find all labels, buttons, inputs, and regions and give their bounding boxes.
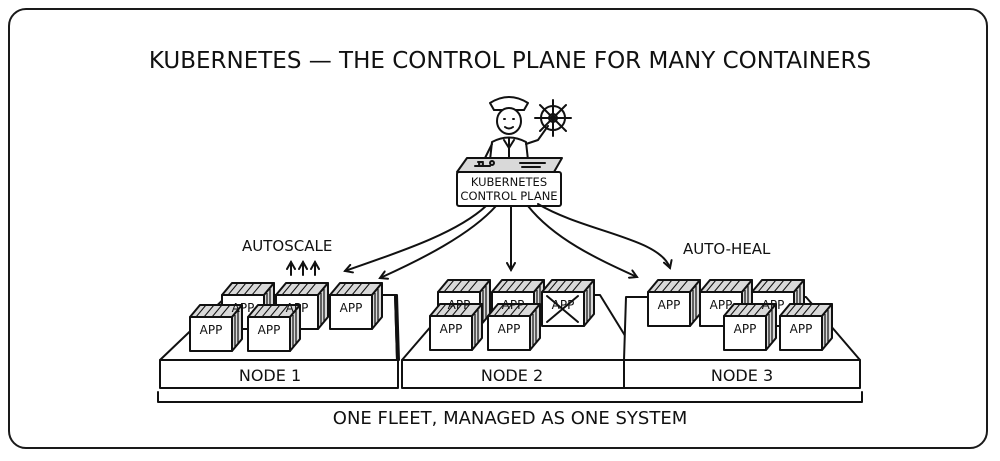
app-label: APP bbox=[498, 322, 521, 336]
node-1 bbox=[159, 282, 400, 389]
app-label: APP bbox=[440, 322, 463, 336]
app-label: APP bbox=[258, 323, 281, 337]
diagram-title: KUBERNETES — THE CONTROL PLANE FOR MANY … bbox=[149, 48, 871, 74]
app-label: APP bbox=[502, 298, 525, 312]
captain-figure-icon bbox=[483, 96, 549, 163]
arrow-to-node1-b bbox=[380, 205, 497, 278]
failed-app-cross-icon bbox=[546, 295, 579, 323]
app-label: APP bbox=[340, 301, 363, 315]
app-label: APP bbox=[448, 298, 471, 312]
autoscale-arrows-icon bbox=[291, 262, 315, 276]
footer-caption: ONE FLEET, MANAGED AS ONE SYSTEM bbox=[333, 408, 687, 429]
node-2 bbox=[401, 279, 641, 389]
node-3-label: NODE 3 bbox=[711, 366, 773, 385]
app-label: APP bbox=[710, 298, 733, 312]
app-label: APP bbox=[658, 298, 681, 312]
arrow-to-node3-b bbox=[537, 203, 670, 268]
control-arrows bbox=[345, 203, 670, 278]
app-label: APP bbox=[286, 301, 309, 315]
app-label: APP bbox=[232, 301, 255, 315]
control-console-icon bbox=[456, 157, 563, 207]
app-label: APP bbox=[200, 323, 223, 337]
app-label: APP bbox=[790, 322, 813, 336]
autoscale-label: AUTOSCALE bbox=[242, 237, 332, 255]
control-plane-label-line1: KUBERNETES bbox=[471, 175, 547, 189]
app-label: APP bbox=[734, 322, 757, 336]
ship-wheel-icon bbox=[534, 99, 572, 137]
arrow-to-node3-a bbox=[527, 205, 637, 277]
node-1-label: NODE 1 bbox=[239, 366, 301, 385]
control-plane-label-line2: CONTROL PLANE bbox=[460, 189, 557, 203]
diagram-frame bbox=[8, 8, 988, 449]
failed-app-label: APP bbox=[552, 298, 575, 312]
arrow-to-node1-a bbox=[345, 205, 487, 271]
fleet-bracket bbox=[157, 391, 863, 403]
node-3 bbox=[623, 279, 861, 389]
app-label: APP bbox=[762, 298, 785, 312]
node-2-label: NODE 2 bbox=[481, 366, 543, 385]
autoheal-label: AUTO-HEAL bbox=[683, 240, 771, 258]
